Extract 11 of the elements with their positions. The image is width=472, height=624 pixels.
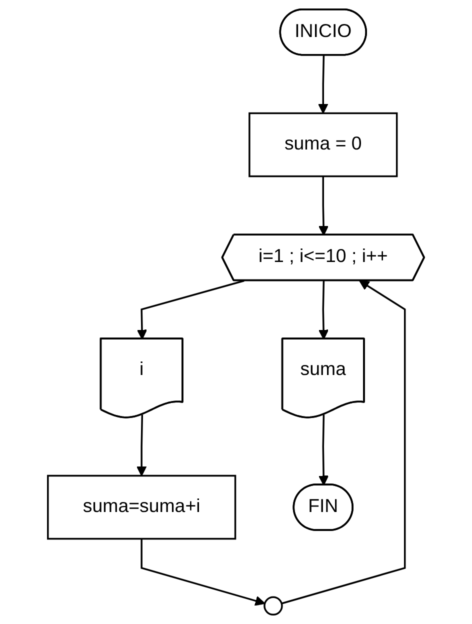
node-circle xyxy=(264,596,283,616)
arrow xyxy=(318,280,329,340)
arrow xyxy=(318,55,328,114)
arrow xyxy=(140,538,266,606)
node-box: suma = 0 xyxy=(248,112,398,178)
arrow xyxy=(318,414,329,486)
arrow xyxy=(136,280,244,340)
node-box: suma=suma+i xyxy=(47,474,236,540)
arrow xyxy=(136,414,147,476)
arrow xyxy=(281,280,406,604)
arrow xyxy=(318,176,329,236)
